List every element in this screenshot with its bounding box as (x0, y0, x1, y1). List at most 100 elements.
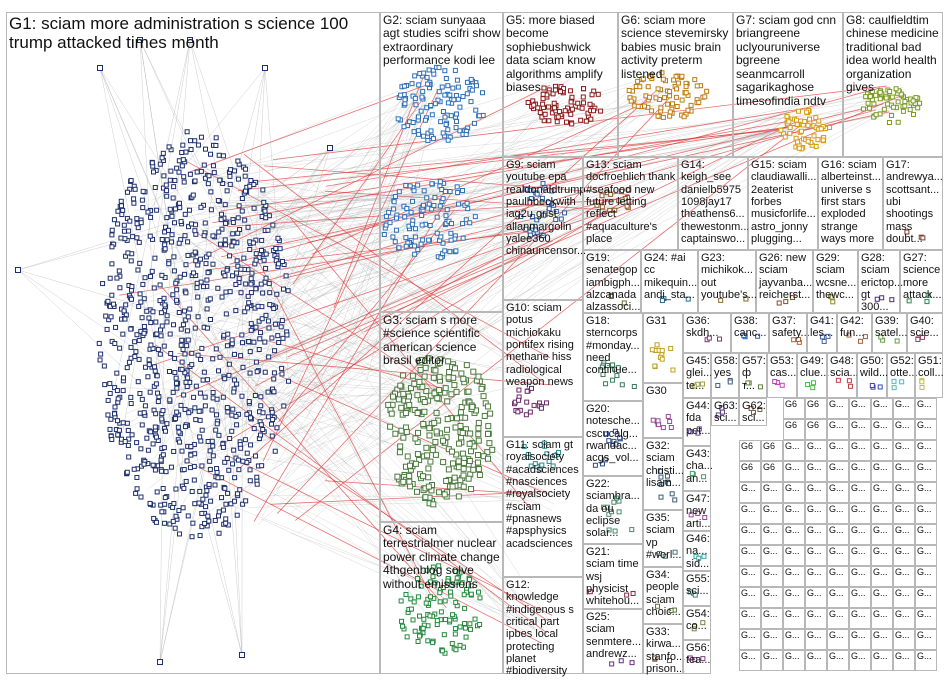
node-g1 (272, 348, 278, 354)
node-g1 (163, 224, 169, 230)
small-group-label: G... (785, 609, 800, 619)
node-g1 (192, 405, 198, 411)
node-g1 (259, 237, 265, 243)
node-g1 (167, 369, 173, 375)
node-g1 (164, 193, 170, 199)
node-g1 (253, 324, 259, 330)
node-g1 (203, 254, 209, 260)
node-g1 (182, 308, 188, 314)
edge (196, 200, 635, 215)
node-g1 (185, 337, 191, 343)
node-g1 (109, 244, 115, 250)
node-g1 (230, 273, 236, 279)
node-g1 (276, 261, 282, 267)
edge (341, 75, 423, 305)
node-g1 (247, 467, 253, 473)
node-g1 (206, 251, 212, 257)
group-label-g4: G4: sciam terrestrialmer nuclear power c… (383, 523, 500, 591)
node-g1 (159, 509, 165, 515)
node-g1 (186, 207, 192, 213)
node-g1 (172, 370, 178, 376)
node-g1 (219, 294, 225, 300)
node-g1 (242, 173, 248, 179)
node-g1 (263, 312, 269, 318)
edge (310, 201, 630, 319)
small-group-label: G... (785, 651, 800, 661)
node-g1 (246, 398, 252, 404)
small-group-label: G... (807, 588, 822, 598)
node-g1 (138, 299, 144, 305)
node-g1 (184, 129, 190, 135)
edge (255, 198, 611, 387)
small-group-label: G... (829, 420, 844, 430)
node-g1 (215, 198, 221, 204)
node-g1 (199, 524, 205, 530)
node-g1 (155, 346, 161, 352)
node-g1 (205, 513, 211, 519)
node-g1 (138, 220, 144, 226)
node-g1 (171, 184, 177, 190)
node-g1 (239, 340, 245, 346)
node-g1 (179, 337, 185, 343)
node-g1 (233, 308, 239, 314)
node-g1 (147, 389, 153, 395)
node-g1 (274, 425, 280, 431)
node-g1 (159, 468, 165, 474)
node-g1 (239, 195, 245, 201)
node-g1 (172, 355, 178, 361)
node-g1 (136, 337, 142, 343)
node-g1 (204, 325, 210, 331)
small-group-label: G... (917, 609, 932, 619)
edge (159, 298, 165, 663)
small-group-label: G6 (785, 420, 798, 430)
node-g1 (229, 337, 235, 343)
node-g1 (251, 426, 257, 432)
node-g1 (232, 498, 238, 504)
node-g1 (191, 270, 197, 276)
node-g1 (150, 462, 156, 468)
group-label-g1: G1: sciam more administration s science … (9, 14, 349, 53)
group-label-g62: G62: sci... (742, 400, 766, 425)
small-group-label: G... (895, 609, 910, 619)
node-g1 (141, 410, 147, 416)
node-g1 (160, 185, 166, 191)
node-g1 (115, 221, 121, 227)
node-g1 (148, 429, 154, 435)
group-label-g37: G37: safety... (772, 315, 810, 340)
edge (252, 105, 798, 370)
node-g1 (188, 147, 194, 153)
node-g1 (223, 520, 229, 526)
node-g1 (253, 257, 259, 263)
small-group-label: G... (917, 420, 932, 430)
node-g1 (225, 490, 231, 496)
node-g1 (262, 339, 268, 345)
node-g1 (239, 393, 245, 399)
node-g1 (198, 204, 204, 210)
node-g1 (248, 290, 254, 296)
edge (195, 157, 455, 397)
node-g1 (145, 374, 151, 380)
small-group-label: G... (895, 588, 910, 598)
node-g1 (220, 394, 226, 400)
node-g1 (181, 179, 187, 185)
node-g1 (239, 332, 245, 338)
node-g1 (155, 399, 161, 405)
node-g1 (161, 173, 167, 179)
node-g1 (118, 203, 124, 209)
edge (225, 454, 553, 616)
node-g1 (170, 504, 176, 510)
node-g1 (153, 519, 159, 525)
node-g1 (216, 432, 222, 438)
node-g1 (164, 215, 170, 221)
edge (207, 525, 243, 656)
node-g1 (169, 232, 175, 238)
node-g1 (154, 489, 160, 495)
node-g1 (133, 349, 139, 355)
node-g1 (153, 381, 159, 387)
node-g1 (162, 302, 168, 308)
small-group-label: G6 (741, 441, 754, 451)
node-g1 (120, 420, 126, 426)
node-g1 (171, 448, 177, 454)
small-group-label: G... (807, 441, 822, 451)
edge (215, 78, 657, 208)
